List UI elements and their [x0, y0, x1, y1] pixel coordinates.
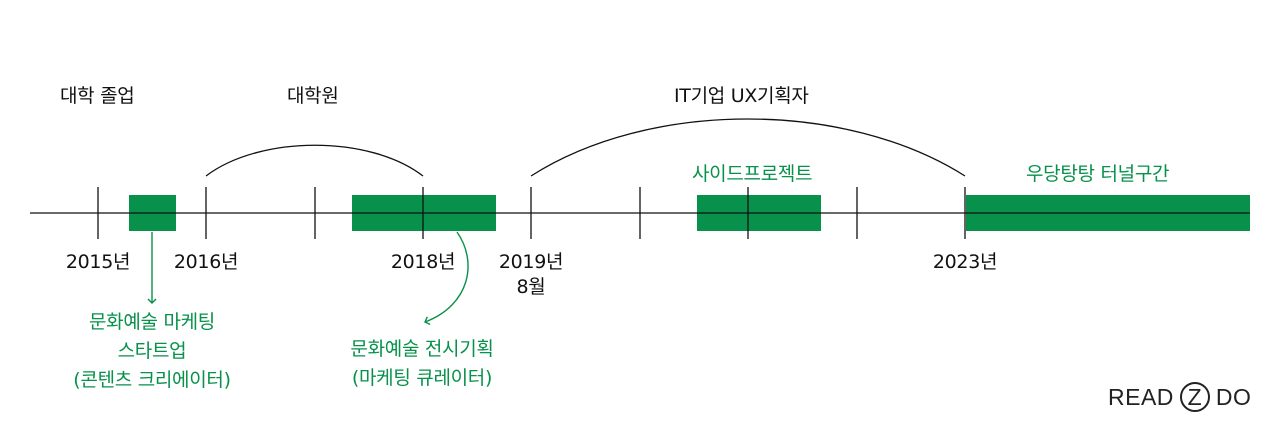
year-2015-label: 2015년 — [65, 251, 131, 273]
year-2019-label: 2019년 — [498, 251, 564, 273]
arc-it-ux — [530, 118, 966, 177]
logo-text-right: DO — [1215, 383, 1252, 410]
note-marketing-line-3: (콘텐츠 크리에이터) — [73, 369, 231, 391]
arrow-curation — [424, 231, 469, 325]
tunnel-label: 우당탕탕 터널구간 — [1026, 163, 1170, 185]
readzdo-logo: READ Z DO — [1108, 377, 1251, 417]
month-2019-label: 8월 — [516, 276, 546, 298]
year-2016-label: 2016년 — [173, 251, 239, 273]
phase-it-ux-label: IT기업 UX기획자 — [674, 85, 809, 107]
note-curation: 문화예술 전시기획 (마케팅 큐레이터) — [350, 335, 493, 393]
year-2023-label: 2023년 — [932, 251, 998, 273]
arc-grad-school — [205, 144, 424, 177]
logo-z-letter: Z — [1187, 383, 1203, 410]
note-marketing: 문화예술 마케팅 스타트업 (콘텐츠 크리에이터) — [73, 308, 231, 395]
note-curation-line-2: (마케팅 큐레이터) — [351, 367, 493, 389]
timeline-ticks — [97, 187, 966, 239]
side-project-label: 사이드프로젝트 — [692, 163, 813, 185]
year-2018-label: 2018년 — [390, 251, 456, 273]
note-curation-line-1: 문화예술 전시기획 — [350, 338, 494, 360]
phase-grad-school-label: 대학원 — [287, 85, 339, 107]
logo-z-mark: Z — [1179, 382, 1210, 412]
logo-text-left: READ — [1108, 383, 1174, 410]
phase-graduation-label: 대학 졸업 — [60, 85, 135, 107]
note-marketing-line-1: 문화예술 마케팅 — [88, 311, 215, 333]
note-marketing-line-2: 스타트업 — [117, 340, 187, 362]
